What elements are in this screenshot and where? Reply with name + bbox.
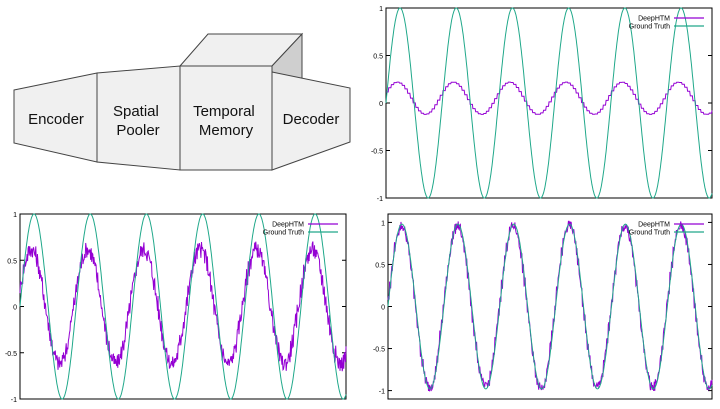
legend-label: DeepHTM [272, 222, 304, 229]
y-tick-label: -1 [11, 397, 17, 404]
temporal-memory-label: Temporal Memory [193, 103, 259, 139]
series-line-ground-truth [387, 223, 713, 390]
y-tick-label: 1 [381, 220, 385, 227]
series-line-ground-truth [19, 213, 347, 400]
decoder-label: Decoder [283, 111, 340, 128]
y-tick-label: 0.5 [375, 262, 385, 269]
y-tick-label: 1 [13, 212, 17, 219]
series-line-ground-truth [385, 7, 713, 199]
y-tick-label: 0 [381, 305, 385, 312]
y-tick-label: 0.5 [373, 54, 383, 61]
series-line-deephtm [386, 81, 713, 115]
encoder-label: Encoder [28, 111, 84, 128]
y-tick-label: -1 [377, 196, 383, 203]
legend-label: Ground Truth [629, 230, 670, 237]
y-tick-label: 0 [379, 101, 383, 108]
y-tick-label: 0 [13, 305, 17, 312]
legend-label: Ground Truth [629, 24, 670, 31]
architecture-diagram: Encoder Spatial Pooler Temporal Memory D… [0, 0, 360, 200]
y-tick-label: 0.5 [7, 258, 17, 265]
series-line-deephtm [19, 241, 347, 372]
decoder-block [271, 71, 351, 171]
legend-label: Ground Truth [263, 230, 304, 237]
legend-label: DeepHTM [638, 222, 670, 229]
legend-label: DeepHTM [638, 16, 670, 23]
y-tick-label: 1 [379, 6, 383, 13]
spatial-pooler-label: Spatial Pooler [113, 103, 163, 139]
y-tick-label: -1 [379, 389, 385, 396]
y-tick-label: -0.5 [5, 351, 17, 358]
y-tick-label: -0.5 [371, 149, 383, 156]
y-tick-label: -0.5 [373, 347, 385, 354]
